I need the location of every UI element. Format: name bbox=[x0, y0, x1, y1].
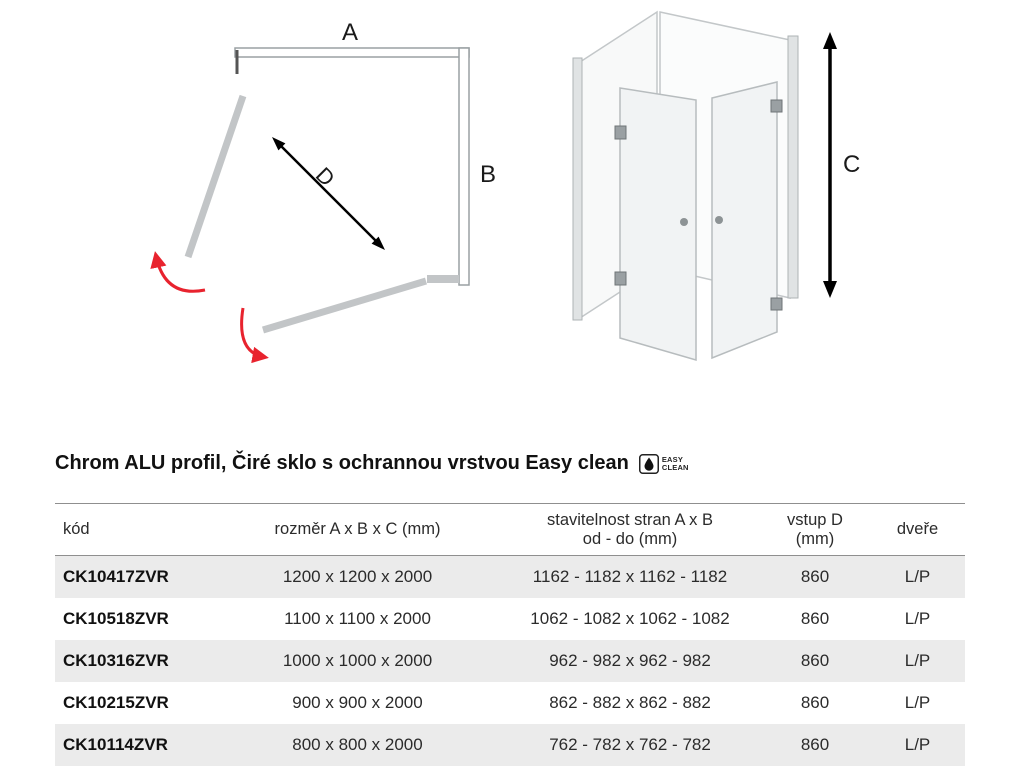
header-dvere: dveře bbox=[896, 520, 939, 538]
iso-view-diagram: C bbox=[572, 10, 860, 361]
cell-vstup: 860 bbox=[800, 608, 830, 628]
wall-profile-b bbox=[458, 47, 470, 286]
front-left-door-glass bbox=[619, 87, 697, 361]
cell-stavitelnost: 862 - 882 x 862 - 882 bbox=[549, 692, 711, 712]
easy-clean-badge: EASY CLEAN bbox=[638, 453, 689, 474]
cell-vstup: 860 bbox=[800, 566, 830, 586]
table-header-row: kód rozměr A x B x C (mm) stavitelnost s… bbox=[55, 503, 965, 556]
badge-line-1: EASY bbox=[661, 454, 684, 464]
door-stub bbox=[427, 275, 459, 283]
section-title-row: Chrom ALU profil, Čiré sklo s ochrannou … bbox=[55, 452, 965, 475]
header-vstup-line2: (mm) bbox=[795, 529, 835, 548]
door-handle-icon bbox=[715, 216, 723, 224]
header-vstup: vstup D (mm) bbox=[760, 504, 870, 556]
table-row: CK10518ZVR 1100 x 1100 x 2000 1062 - 108… bbox=[55, 598, 965, 640]
front-right-door-glass bbox=[711, 81, 778, 360]
door-swing-arrow-bottom bbox=[240, 307, 269, 364]
plan-view-diagram: D A B bbox=[150, 19, 496, 364]
cell-stavitelnost: 962 - 982 x 962 - 982 bbox=[549, 650, 711, 670]
cell-rozmer: 1000 x 1000 x 2000 bbox=[282, 650, 433, 670]
cell-kod: CK10316ZVR bbox=[63, 650, 169, 670]
door-swing-arrow-left bbox=[150, 251, 206, 293]
hinge-icon bbox=[770, 99, 783, 113]
header-stavitelnost-line2: od - do (mm) bbox=[582, 529, 678, 548]
product-spec-table: kód rozměr A x B x C (mm) stavitelnost s… bbox=[55, 503, 965, 766]
cell-dvere: L/P bbox=[904, 608, 931, 628]
cell-stavitelnost: 1062 - 1082 x 1062 - 1082 bbox=[530, 608, 730, 628]
cell-rozmer: 1200 x 1200 x 2000 bbox=[282, 566, 433, 586]
cell-stavitelnost: 762 - 782 x 762 - 782 bbox=[549, 734, 711, 754]
table-body: CK10417ZVR 1200 x 1200 x 2000 1162 - 118… bbox=[55, 555, 965, 766]
height-dimension-arrow-c bbox=[823, 32, 837, 298]
right-wall-profile bbox=[787, 35, 799, 299]
cell-kod: CK10215ZVR bbox=[63, 692, 169, 712]
hinge-icon bbox=[770, 297, 783, 311]
cell-rozmer: 1100 x 1100 x 2000 bbox=[284, 608, 431, 628]
cell-rozmer: 800 x 800 x 2000 bbox=[292, 734, 423, 754]
cell-kod: CK10114ZVR bbox=[63, 734, 168, 754]
header-stavitelnost-line1: stavitelnost stran A x B bbox=[547, 510, 713, 529]
easy-clean-badge-text: EASY CLEAN bbox=[661, 454, 689, 472]
cell-dvere: L/P bbox=[904, 566, 931, 586]
cell-vstup: 860 bbox=[800, 650, 830, 670]
cell-dvere: L/P bbox=[904, 650, 931, 670]
dimension-label-a: A bbox=[342, 19, 358, 46]
page-title: Chrom ALU profil, Čiré sklo s ochrannou … bbox=[55, 452, 629, 474]
wall-profile-a bbox=[234, 47, 470, 58]
cell-vstup: 860 bbox=[800, 734, 830, 754]
technical-diagrams: D A B C bbox=[150, 10, 860, 364]
table-row: CK10417ZVR 1200 x 1200 x 2000 1162 - 118… bbox=[55, 555, 965, 598]
hinge-icon bbox=[614, 271, 627, 286]
dimension-label-c: C bbox=[843, 151, 860, 178]
header-stavitelnost: stavitelnost stran A x B od - do (mm) bbox=[500, 504, 760, 556]
dimension-label-d: D bbox=[311, 162, 340, 191]
header-rozmer: rozměr A x B x C (mm) bbox=[274, 520, 441, 538]
entry-dimension-arrow-d bbox=[272, 137, 385, 250]
table-row: CK10316ZVR 1000 x 1000 x 2000 962 - 982 … bbox=[55, 639, 965, 682]
cell-kod: CK10518ZVR bbox=[63, 608, 169, 628]
cell-dvere: L/P bbox=[904, 692, 931, 712]
cell-rozmer: 900 x 900 x 2000 bbox=[292, 692, 423, 712]
left-wall-profile bbox=[572, 57, 583, 321]
cell-vstup: 860 bbox=[800, 692, 830, 712]
dimension-label-b: B bbox=[480, 161, 496, 188]
table-row: CK10215ZVR 900 x 900 x 2000 862 - 882 x … bbox=[55, 682, 965, 724]
badge-line-2: CLEAN bbox=[661, 462, 689, 472]
table-header: kód rozměr A x B x C (mm) stavitelnost s… bbox=[55, 503, 965, 556]
cell-kod: CK10417ZVR bbox=[63, 566, 169, 586]
door-handle-icon bbox=[680, 218, 688, 226]
header-kod: kód bbox=[63, 520, 90, 538]
hinge-icon bbox=[614, 125, 627, 140]
cell-dvere: L/P bbox=[904, 734, 931, 754]
table-row: CK10114ZVR 800 x 800 x 2000 762 - 782 x … bbox=[55, 723, 965, 766]
header-vstup-line1: vstup D bbox=[787, 510, 843, 529]
cell-stavitelnost: 1162 - 1182 x 1162 - 1182 bbox=[532, 566, 728, 586]
left-door-panel bbox=[184, 94, 247, 259]
bottom-door-panel bbox=[261, 277, 428, 334]
water-drop-icon bbox=[638, 453, 659, 474]
